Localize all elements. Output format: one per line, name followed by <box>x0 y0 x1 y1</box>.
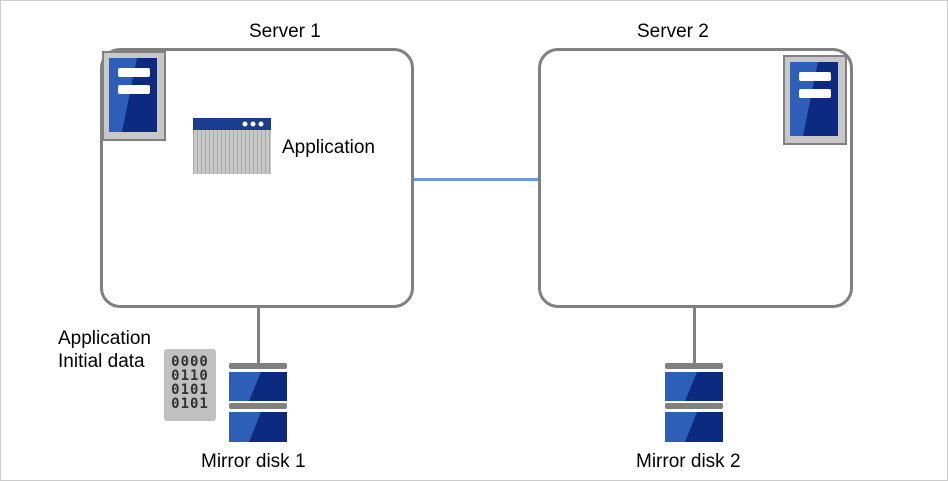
binary-row: 0101 <box>171 396 209 412</box>
mirror-disk-2-icon <box>665 363 723 448</box>
server-1-tower-icon <box>102 51 166 141</box>
initial-data-label-line1: Application <box>58 328 151 349</box>
binary-data-icon: 0000 0110 0101 0101 <box>164 349 216 421</box>
binary-row: 0000 <box>171 354 209 370</box>
initial-data-label-line2: Initial data <box>58 351 145 372</box>
server-1-disk-connector <box>257 308 260 365</box>
server-2-tower-icon <box>783 55 847 145</box>
mirror-disk-1-icon <box>229 363 287 448</box>
interconnect-line <box>414 178 538 181</box>
application-label: Application <box>282 137 375 158</box>
binary-row: 0101 <box>171 382 209 398</box>
server-2-disk-connector <box>693 308 696 365</box>
mirror-disk-1-label: Mirror disk 1 <box>201 451 306 472</box>
application-window-icon <box>193 118 271 179</box>
binary-row: 0110 <box>171 368 209 384</box>
mirror-disk-2-label: Mirror disk 2 <box>636 451 741 472</box>
server-2-label: Server 2 <box>637 21 709 42</box>
server-1-label: Server 1 <box>249 21 321 42</box>
